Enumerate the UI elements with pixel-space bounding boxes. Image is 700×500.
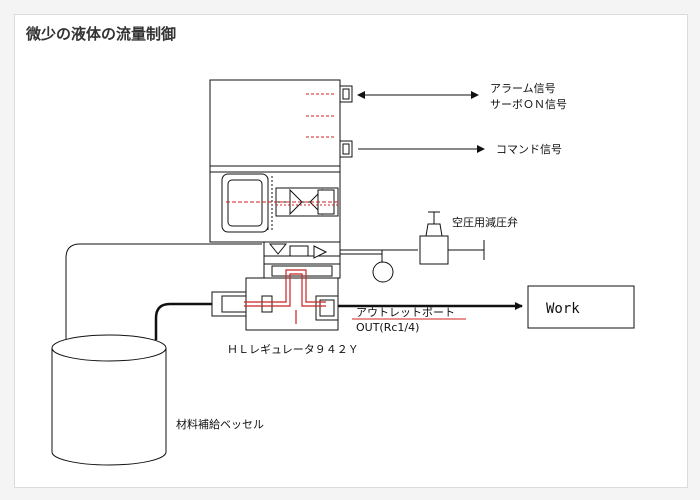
- pressure-gauge: [372, 261, 394, 283]
- servo-controller-unit: [209, 79, 353, 243]
- outlet-spec-label: OUT(Rc1/4): [356, 321, 419, 334]
- hl-regulator-label: ＨＬレギュレータ９４２Ｙ: [227, 343, 359, 356]
- internal-flow-path: [244, 269, 326, 324]
- regulator-valve-label: 空圧用減圧弁: [452, 215, 518, 229]
- valve-block: [263, 241, 418, 279]
- command-signal-label: コマンド信号: [496, 143, 562, 156]
- work-label: Work: [546, 301, 580, 317]
- servo-on-signal-label: サーボＯＮ信号: [490, 98, 567, 111]
- material-vessel: [51, 334, 167, 466]
- diagram-title: 微少の液体の流量制御: [25, 25, 176, 43]
- supply-pipes: [65, 243, 262, 340]
- signal-lines: [357, 91, 485, 153]
- alarm-signal-label: アラーム信号: [490, 82, 556, 95]
- pressure-reducing-valve: [419, 211, 485, 265]
- work-box: [527, 285, 635, 329]
- outlet-port-label: アウトレットポート: [356, 306, 455, 319]
- material-vessel-label: 材料補給ベッセル: [176, 417, 264, 431]
- hl-regulator-body: [211, 277, 339, 331]
